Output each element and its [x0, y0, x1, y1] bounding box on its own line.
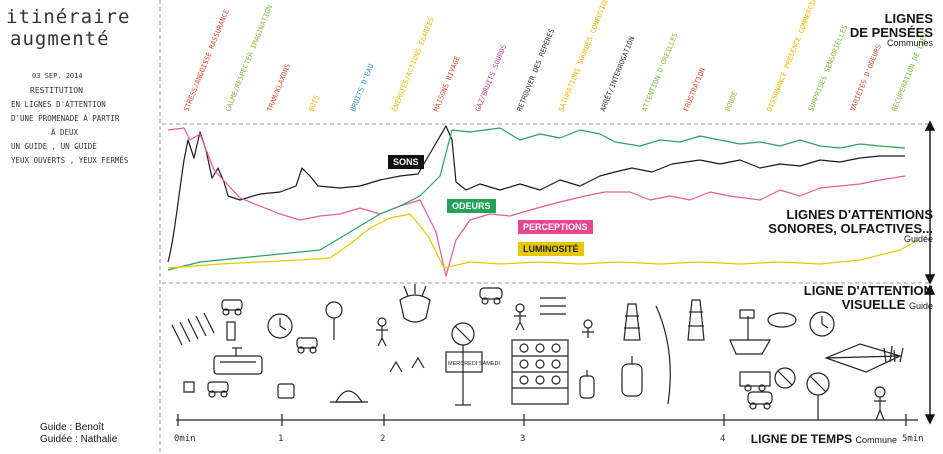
- timeline-tick-label: 2: [380, 434, 385, 444]
- market-sign-board: [445, 351, 483, 373]
- tag-sons: SONS: [388, 155, 424, 169]
- thought-label: BOIS: [307, 94, 321, 113]
- market-sign-text: MERCREDI SAMEDI: [448, 361, 500, 367]
- thought-label: BOUDÉ: [723, 90, 739, 113]
- tag-luminosite: LUMINOSITÉ: [518, 242, 584, 256]
- curve-luminosite: [167, 213, 919, 269]
- person-icon-4: [874, 386, 886, 421]
- car-icon-3: [296, 337, 318, 354]
- curve-perceptions: [167, 127, 906, 277]
- timeline-tick-label: 0min: [174, 434, 196, 444]
- car-icon-5: [479, 287, 503, 305]
- thoughts-lines: STRESS/ANGOISSE RASSURANCECALME/RESPECTE…: [182, 0, 929, 113]
- label-pensees-line1: LIGNES: [884, 11, 933, 26]
- label-ligne-temps: LIGNE DE TEMPS Commune: [751, 433, 897, 446]
- label-attentions-sub: Guidée: [903, 234, 933, 245]
- walking-figures-icon: [389, 356, 425, 373]
- fence-icon: [540, 297, 566, 315]
- thought-label: ÉNERGIES/ACTIONS ÉGARÉES: [390, 16, 436, 113]
- thought-label: CALME/RESPECTER IMAGINATION: [224, 4, 274, 113]
- curve-sons: [167, 125, 905, 263]
- label-pensees-sub: Communes: [886, 38, 933, 49]
- description-line: EN LIGNES D'ATTENTION: [11, 100, 106, 109]
- person-icon-2: [514, 303, 526, 331]
- person-icon-3: [582, 319, 594, 338]
- thought-label: STRESS/ANGOISSE RASSURANCE: [182, 8, 230, 113]
- boat-icon: [729, 309, 772, 355]
- timeline-tick-label: 3: [520, 434, 525, 444]
- bottle-icon: [579, 370, 595, 399]
- label-ligne-visuelle: LIGNE D'ATTENTION VISUELLE Guide: [804, 284, 933, 311]
- truck-icon: [739, 371, 771, 392]
- clock-icon-2: [809, 311, 835, 337]
- label-temps-main: LIGNE DE TEMPS: [750, 432, 853, 446]
- label-visuelle-sub: Guide: [908, 300, 933, 311]
- bottle-icon-2: [621, 356, 643, 397]
- timeline-tick-label: 5min: [902, 434, 924, 444]
- grass-icon: [883, 345, 904, 363]
- no-entry-sign-icon-4: [806, 372, 830, 420]
- label-visuelle-line1: LIGNE D'ATTENTION: [803, 283, 933, 298]
- curve-odeurs: [167, 127, 906, 271]
- flower-basket-icon: [399, 284, 431, 323]
- guide-name: Guide : Benoît: [40, 422, 104, 433]
- thought-label: RETROUVER DES REPÈRES: [515, 27, 557, 112]
- tag-perceptions: PERCEPTIONS: [518, 220, 593, 234]
- label-temps-sub: Commune: [855, 435, 897, 445]
- left-date: 03 SEP. 2014: [32, 72, 83, 80]
- stroller-icon: [183, 381, 195, 393]
- description-line: YEUX OUVERTS , YEUX FERMÉS: [11, 156, 129, 165]
- car-icon: [221, 299, 243, 316]
- car-icon-4: [747, 391, 773, 410]
- no-entry-sign-icon: [325, 301, 343, 340]
- tram-icon: [213, 347, 263, 375]
- curved-rail-icon: [655, 305, 671, 405]
- thought-label: BRUITS D'EAU: [349, 63, 375, 113]
- crosswalk-icon: [171, 312, 215, 346]
- thought-label: MAISONS RIVAGE: [432, 55, 462, 113]
- thought-label: FRUSTRATION: [682, 67, 707, 113]
- thought-label: ARRÊT/INTERROGATION: [598, 35, 636, 113]
- parking-meter-icon: [226, 321, 236, 341]
- left-subtitle: RESTITUTION: [30, 86, 83, 95]
- label-lignes-attentions: LIGNES D'ATTENTIONS SONORES, OLFACTIVES.…: [768, 208, 933, 245]
- description-line: UN GUIDE , UN GUIDÉ: [11, 142, 97, 151]
- bag-icon: [277, 383, 295, 399]
- dome-icon: [330, 390, 368, 403]
- no-entry-sign-icon-2: [451, 322, 475, 406]
- timeline-tick-label: 4: [720, 434, 725, 444]
- bench-icon: [824, 343, 902, 373]
- attention-curves: [167, 125, 919, 277]
- left-title-2: augmenté: [10, 28, 110, 50]
- basin-icon: [767, 312, 797, 328]
- car-icon-2: [207, 381, 229, 398]
- visual-sketches: [171, 284, 904, 421]
- description-line: À DEUX: [51, 128, 79, 137]
- label-attentions-line2: SONORES, OLFACTIVES...: [768, 220, 933, 236]
- tag-odeurs: ODEURS: [447, 199, 496, 213]
- guidee-name: Guidée : Nathalie: [40, 434, 118, 445]
- left-title-1: itinéraire: [6, 6, 131, 28]
- lighthouse-icon-2: [687, 299, 705, 341]
- market-grid-icon: [511, 339, 569, 405]
- timeline-ticks: 0min 1 2 3 4 5min: [174, 414, 924, 444]
- person-icon: [376, 317, 388, 347]
- label-visuelle-line2: VISUELLE: [841, 296, 906, 312]
- timeline-tick-label: 1: [278, 434, 283, 444]
- label-attentions-line1: LIGNES D'ATTENTIONS: [786, 207, 933, 222]
- lighthouse-icon: [623, 303, 641, 341]
- clock-icon: [267, 313, 293, 339]
- thought-label: SURPRISES SENSORIELLES: [807, 24, 849, 113]
- label-lignes-pensees: LIGNES DE PENSÉES Communes: [850, 12, 933, 49]
- description-line: D'UNE PROMENADE À PARTIR: [11, 114, 120, 123]
- thought-label: VARIÉTÉS D'ODEURS: [848, 43, 883, 113]
- label-pensees-line2: DE PENSÉES: [849, 24, 933, 40]
- bracket-arrows: [924, 120, 936, 425]
- thought-label: TRAM/KLAXONS: [266, 63, 292, 113]
- thought-label: GAZ/BRUITS SOURDS: [474, 43, 508, 112]
- thought-label: ATTENTION D'OREILLES: [641, 32, 680, 113]
- no-entry-sign-icon-3: [774, 367, 796, 389]
